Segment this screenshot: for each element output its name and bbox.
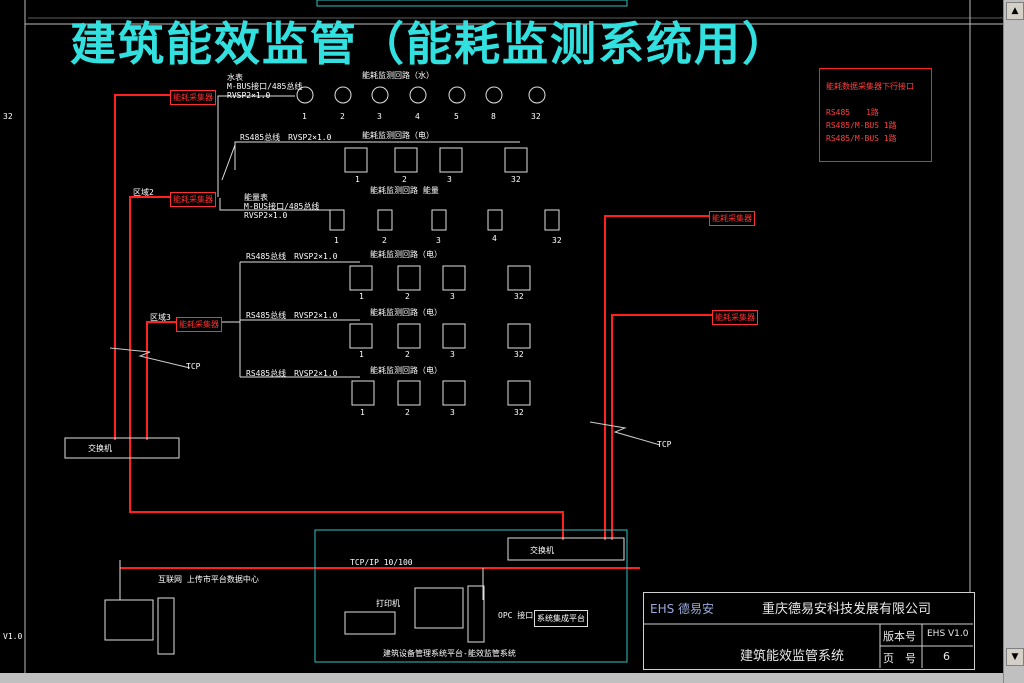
- vertical-scrollbar[interactable]: ▲ ▼: [1003, 0, 1024, 683]
- r1-num-7: 32: [531, 112, 541, 121]
- r2-num-2: 2: [402, 175, 407, 184]
- page-label: 页 号: [883, 652, 916, 665]
- row3-label: 能耗监测回路 能量: [370, 186, 439, 195]
- r3-num-5: 32: [552, 236, 562, 245]
- left-fragment-version: V1.0: [3, 632, 23, 641]
- r1-num-6: 8: [491, 112, 496, 121]
- r1-num-2: 2: [340, 112, 345, 121]
- switch-label-right: 交换机: [530, 546, 554, 555]
- opc-label: OPC 接口: [498, 611, 534, 620]
- row5-label: 能耗监测回路（电）: [370, 308, 442, 317]
- scroll-down-icon[interactable]: ▼: [1006, 648, 1024, 666]
- interface-line-2: RS485/M-BUS 1路: [826, 121, 897, 130]
- interface-line-3: RS485/M-BUS 1路: [826, 134, 897, 143]
- row4-label: 能耗监测回路（电）: [370, 250, 442, 259]
- row5-bus: RS485总线 RVSP2×1.0: [246, 311, 338, 320]
- r6-num-2: 2: [405, 408, 410, 417]
- interface-heading: 能耗数据采集器下行接口: [826, 82, 914, 91]
- r3-num-4: 4: [492, 234, 497, 243]
- interface-box: 能耗数据采集器下行接口 RS485 1路 RS485/M-BUS 1路 RS48…: [819, 68, 932, 162]
- zone-3-label: 区域3: [150, 313, 171, 322]
- r4-num-3: 3: [450, 292, 455, 301]
- company-logo: EHS 德易安: [650, 602, 715, 616]
- page-title: 建筑能效监管（能耗监测系统用）: [70, 17, 790, 71]
- scroll-up-icon[interactable]: ▲: [1006, 2, 1024, 20]
- row1-label: 能耗监测回路（水）: [362, 71, 434, 80]
- row3-bus: 能量表 M-BUS接口/485总线 RVSP2×1.0: [244, 193, 320, 220]
- company-name: 重庆德易安科技发展有限公司: [762, 602, 932, 617]
- computer-icons: [104, 585, 485, 655]
- version-value: EHS V1.0: [927, 629, 969, 639]
- page-value: 6: [943, 650, 950, 663]
- left-fragment-num: 32: [3, 112, 13, 121]
- title-block: [643, 592, 975, 670]
- meter-row-1: [296, 86, 546, 104]
- collector-box-4: 能耗采集器: [709, 211, 755, 226]
- tcp-label-left: TCP: [186, 362, 201, 371]
- r6-num-3: 3: [450, 408, 455, 417]
- r2-num-3: 3: [447, 175, 452, 184]
- r4-num-1: 1: [359, 292, 364, 301]
- r5-num-1: 1: [359, 350, 364, 359]
- row6-bus: RS485总线 RVSP2×1.0: [246, 369, 338, 378]
- r6-num-1: 1: [360, 408, 365, 417]
- row6-label: 能耗监测回路（电）: [370, 366, 442, 375]
- r4-num-4: 32: [514, 292, 524, 301]
- tcp-label-right: TCP: [657, 440, 672, 449]
- r1-num-1: 1: [302, 112, 307, 121]
- horizontal-scrollbar[interactable]: [0, 673, 1003, 683]
- r1-num-3: 3: [377, 112, 382, 121]
- red-wires: [114, 94, 714, 569]
- system-name: 建筑能效监管系统: [740, 649, 845, 664]
- collector-box-3: 能耗采集器: [176, 317, 222, 332]
- r1-num-4: 4: [415, 112, 420, 121]
- row2-label: 能耗监测回路（电）: [362, 131, 434, 140]
- r4-num-2: 2: [405, 292, 410, 301]
- printer-label: 打印机: [376, 599, 400, 608]
- r3-num-2: 2: [382, 236, 387, 245]
- collector-box-2: 能耗采集器: [170, 192, 216, 207]
- r2-num-1: 1: [355, 175, 360, 184]
- row4-bus: RS485总线 RVSP2×1.0: [246, 252, 338, 261]
- zone-2-label: 区域2: [133, 188, 154, 197]
- r2-num-4: 32: [511, 175, 521, 184]
- row2-bus: RS485总线 RVSP2×1.0: [240, 133, 332, 142]
- r5-num-4: 32: [514, 350, 524, 359]
- tcpip-label: TCP/IP 10/100: [350, 558, 413, 567]
- r3-num-3: 3: [436, 236, 441, 245]
- r5-num-2: 2: [405, 350, 410, 359]
- row1-bus: 水表 M-BUS接口/485总线 RVSP2×1.0: [227, 73, 303, 100]
- switch-label-left: 交换机: [88, 444, 112, 453]
- r6-num-4: 32: [514, 408, 524, 417]
- platform-label: 建筑设备管理系统平台-能效监管系统: [383, 649, 516, 658]
- version-label: 版本号: [883, 630, 916, 643]
- internet-label: 互联网 上传市平台数据中心: [158, 575, 259, 584]
- r5-num-3: 3: [450, 350, 455, 359]
- electric-meters: [344, 147, 531, 406]
- r1-num-5: 5: [454, 112, 459, 121]
- interface-line-1: RS485 1路: [826, 108, 879, 117]
- collector-box-5: 能耗采集器: [712, 310, 758, 325]
- r3-num-1: 1: [334, 236, 339, 245]
- integration-platform: 系统集成平台: [534, 610, 588, 627]
- collector-box-1: 能耗采集器: [170, 90, 216, 105]
